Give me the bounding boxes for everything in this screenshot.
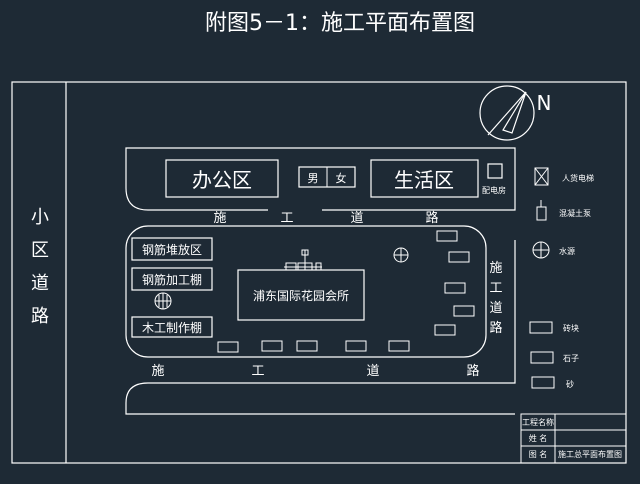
water-valve-icon [154,292,172,310]
tower-crane-icon [284,249,322,271]
legend-water-label: 水源 [559,246,575,256]
svg-text:道: 道 [489,301,502,316]
water-source-icon [393,247,409,263]
svg-text:道: 道 [350,211,363,226]
water-source-legend-icon [532,241,550,259]
right-road-label: 施 工 道 路 [489,261,502,336]
pump-icon [536,200,547,221]
toilet-female-label: 女 [336,171,347,185]
bottom-road-outline [125,240,516,415]
office-zone-label: 办公区 [192,168,252,192]
drawing-title: 附图5－1：施工平面布置图 [205,11,475,36]
legend-elevator-label: 人货电梯 [562,173,594,183]
svg-text:工: 工 [489,281,502,296]
power-room-label: 配电房 [482,185,506,195]
title-block-drawing-name: 施工总平面布置图 [558,449,622,459]
legend-brick-label: 砖块 [563,323,579,333]
outer-border [11,81,627,464]
legend-stone-label: 石子 [563,354,579,363]
living-zone [370,159,479,198]
rebar-storage-label: 钢筋堆放区 [142,242,202,257]
title-block-name-label: 姓 名 [529,433,548,443]
legend-pump-label: 混凝土泵 [559,208,591,218]
north-label: N [537,91,552,115]
top-road-outline [125,147,516,211]
rebar-shop-area [131,267,213,291]
title-block-drawing-label: 图 名 [529,449,548,459]
rebar-storage-area [131,237,213,261]
living-zone-label: 生活区 [394,168,454,192]
svg-text:施: 施 [213,211,226,226]
svg-text:路: 路 [466,363,479,379]
main-building-label: 浦东国际花园会所 [253,288,349,303]
side-road-label: 小 区 道 路 [31,207,49,327]
legend-sand-label: 砂 [566,379,574,389]
svg-text:路: 路 [425,210,438,226]
bottom-road-label: 施 工 道 路 [151,363,479,379]
stone-legend-icon [530,351,554,364]
legend: 人货电梯 混凝土泵 水源 砖块 石子 砂 [529,167,594,389]
power-room [487,163,503,179]
svg-text:施: 施 [151,364,164,379]
svg-text:道: 道 [31,273,49,294]
svg-text:工: 工 [251,364,264,379]
north-arrow-icon [479,85,535,141]
top-road-label: 施 工 道 路 [213,210,438,226]
svg-text:道: 道 [366,364,379,379]
title-block-project-label: 工程名称 [522,417,554,427]
sand-legend-icon [531,376,555,389]
svg-text:区: 区 [31,240,49,261]
svg-text:工: 工 [280,211,293,226]
carpentry-label: 木工制作棚 [142,320,202,335]
svg-text:施: 施 [489,261,502,276]
title-block: 工程名称 姓 名 图 名 施工总平面布置图 [520,413,627,464]
svg-text:小: 小 [31,207,49,228]
svg-text:路: 路 [489,320,502,336]
svg-text:路: 路 [31,306,49,327]
rebar-shop-label: 钢筋加工棚 [142,272,202,287]
material-stacks [217,230,475,353]
brick-legend-icon [529,321,553,334]
carpentry-area [131,316,213,338]
toilet-male-label: 男 [308,172,319,185]
construction-zone [125,225,487,358]
office-zone [165,159,279,198]
elevator-icon [534,167,549,186]
